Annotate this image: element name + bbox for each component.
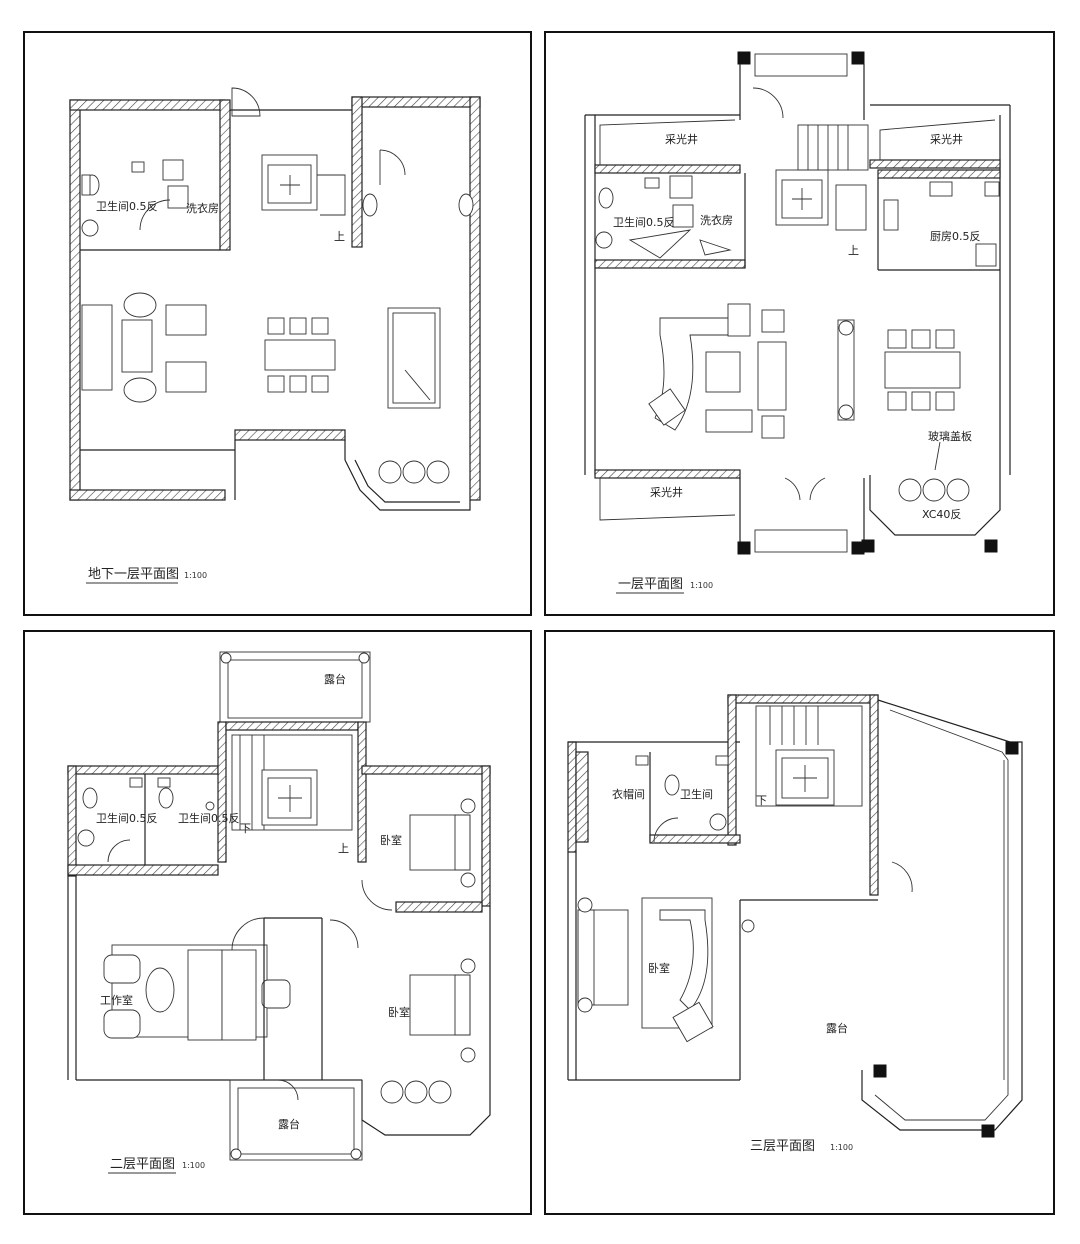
second-study-label: 工作室	[100, 993, 133, 1007]
first-lightwell-bottom-label: 采光井	[650, 485, 683, 499]
third-bathroom-label: 卫生间	[680, 787, 713, 801]
second-bedroom1-label: 卧室	[380, 833, 402, 847]
first-floor-plan-panel: 采光井 采光井 卫生间0.5反 洗衣房 厨房0.5反 上 玻璃盖板 采光井 XC…	[544, 31, 1055, 616]
second-terrace-bottom-label: 露台	[278, 1117, 300, 1131]
first-plan-scale: 1:100	[690, 581, 713, 590]
second-plan-title: 二层平面图	[110, 1157, 175, 1172]
third-down-label: 下	[756, 794, 767, 807]
first-lightwell-left-label: 采光井	[665, 132, 698, 146]
first-bay-label: XC40反	[922, 508, 961, 521]
second-bedroom2-label: 卧室	[388, 1005, 410, 1019]
basement-plan-scale: 1:100	[184, 571, 207, 580]
second-up-label: 上	[338, 842, 349, 855]
second-bathroom1-label: 卫生间0.5反	[96, 811, 158, 825]
first-bathroom-label: 卫生间0.5反	[613, 215, 675, 229]
basement-up-label: 上	[334, 230, 345, 243]
first-laundry-label: 洗衣房	[700, 213, 733, 227]
third-terrace-label: 露台	[826, 1021, 848, 1035]
first-glass-cover-label: 玻璃盖板	[928, 429, 972, 443]
basement-plan-panel: 卫生间0.5反 洗衣房 上 地下一层平面图 1:100	[23, 31, 532, 616]
third-plan-scale: 1:100	[830, 1143, 853, 1152]
second-floor-plan-panel: 露台 卫生间0.5反 卫生间0.5反 下 上 卧室 工作室 卧室 露台 二层平面…	[23, 630, 532, 1215]
second-plan-scale: 1:100	[182, 1161, 205, 1170]
first-lightwell-right-label: 采光井	[930, 132, 963, 146]
first-plan-title: 一层平面图	[618, 577, 683, 592]
second-bathroom2-label: 卫生间0.5反	[178, 811, 240, 825]
first-kitchen-label: 厨房0.5反	[930, 230, 981, 243]
second-terrace-top-label: 露台	[324, 672, 346, 686]
basement-plan-title: 地下一层平面图	[88, 567, 179, 582]
third-floor-plan-panel: 衣帽间 卫生间 下 卧室 露台 三层平面图 1:100	[544, 630, 1055, 1215]
basement-laundry-label: 洗衣房	[186, 201, 219, 215]
third-bedroom-label: 卧室	[648, 961, 670, 975]
second-down-label: 下	[240, 822, 251, 835]
basement-bathroom-label: 卫生间0.5反	[96, 199, 158, 213]
third-closet-label: 衣帽间	[612, 787, 645, 801]
third-plan-title: 三层平面图	[750, 1139, 815, 1154]
first-up-label: 上	[848, 244, 859, 257]
